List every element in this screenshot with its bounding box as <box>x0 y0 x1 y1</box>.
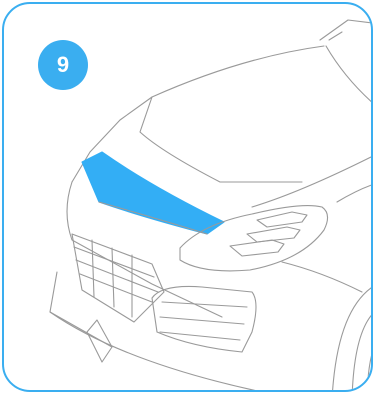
fender-line <box>337 182 374 202</box>
lower-bumper-fog <box>87 320 112 362</box>
side-body-line <box>282 262 362 292</box>
wheel-rim-inner <box>367 337 374 393</box>
intake-outline <box>152 286 256 352</box>
wheel-arch <box>332 282 374 393</box>
hood-rear-edge <box>152 46 324 97</box>
intake-slat-3 <box>160 332 240 340</box>
step-number-badge: 9 <box>38 40 88 90</box>
grille-bars-h1 <box>74 247 154 277</box>
hood-front-edge-highlight <box>82 152 224 234</box>
headlight-strip-top <box>257 212 307 227</box>
grille-bars-v2 <box>112 248 114 307</box>
hood-right-line <box>252 152 374 207</box>
intake-slat-1 <box>162 302 247 307</box>
grille-bars-v1 <box>92 240 94 297</box>
roof-line <box>320 20 374 40</box>
headlight-strip-low <box>230 240 284 256</box>
step-card: 9 <box>2 2 373 392</box>
headlight-strip-mid <box>247 227 300 242</box>
intake-slat-2 <box>160 317 244 324</box>
wheel-rim-outer <box>352 307 374 393</box>
hood-crease <box>140 97 302 182</box>
a-pillar <box>329 32 342 40</box>
windshield-edge <box>326 46 374 110</box>
